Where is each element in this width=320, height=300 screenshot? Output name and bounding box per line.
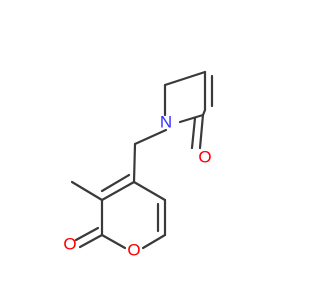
bond-c2-o-double (74, 226, 100, 242)
bond-linker-c4 (132, 142, 137, 184)
bond-ch2ring-ch (163, 70, 207, 87)
bond-carbonylc-o (198, 113, 205, 150)
molecule-structure: N O O O (0, 0, 300, 300)
bond-oring-c6 (141, 233, 167, 250)
bond-c2-oring (100, 233, 127, 250)
atom-oxygen-lactam: O (198, 148, 211, 167)
atom-oxygen-ring: O (127, 241, 140, 260)
bond-n-linker (133, 128, 168, 146)
bond-carbonylc-n (178, 113, 205, 124)
bond-c2-o (78, 233, 104, 249)
bond-carbonylc-o-double (190, 116, 197, 150)
bond-c4-c3 (100, 180, 136, 202)
atom-oxygen-carbonyl: O (63, 235, 76, 254)
atom-nitrogen: N (160, 113, 172, 132)
bond-c5-c4 (132, 180, 167, 202)
background (0, 0, 300, 300)
bond-c3-methyl (70, 180, 104, 202)
bond-c4-c3-double (100, 173, 131, 193)
